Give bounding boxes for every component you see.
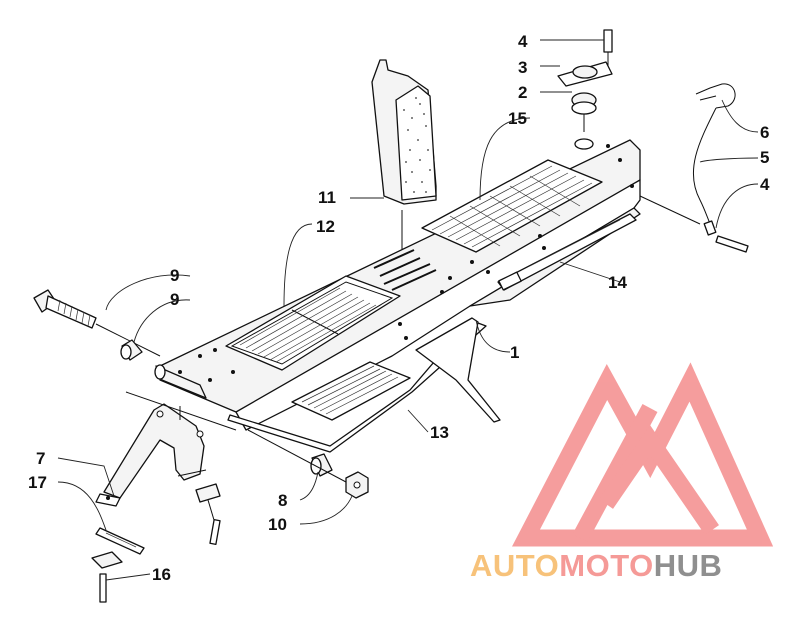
watermark-hub: HUB [653,548,723,583]
callout-13: 13 [430,423,449,442]
callout-5: 5 [760,148,769,167]
callout-12: 12 [316,217,335,236]
decal-15 [421,159,603,253]
part-10-nut [345,471,369,499]
decal-13 [291,361,411,421]
callout-17: 17 [28,473,47,492]
watermark-wordmark: AUTOMOTOHUB [470,548,800,588]
leader-lines [57,39,759,581]
decal-14 [497,213,637,291]
callouts: 4 3 2 15 6 5 4 11 12 9 14 9 1 13 7 17 8 … [28,32,770,584]
part-17-strip [95,527,145,555]
callout-9-left: 9 [170,290,179,309]
callout-3: 3 [518,58,527,77]
part-11-pad [371,59,437,250]
callout-16: 16 [152,565,171,584]
callout-7: 7 [36,449,45,468]
callout-9-lower: 8 [278,491,287,510]
watermark-logo [512,362,774,547]
watermark-moto: MOTO [559,548,654,583]
part-7-bracket [95,391,237,507]
watermark-auto: AUTO [470,548,560,583]
callout-6: 6 [760,123,769,142]
callout-8: 9 [170,266,179,285]
part-5-cable [692,107,717,236]
part-3-plate [557,61,613,87]
decal-12 [225,275,401,371]
part-4-pin-right [639,195,749,253]
callout-4-right: 4 [760,175,770,194]
part-16-washer-left [91,551,123,603]
callout-14: 14 [608,273,627,292]
callout-4-top: 4 [518,32,528,51]
part-6-ring [695,83,736,109]
part-16-washer-right [195,483,221,545]
callout-11: 11 [318,188,336,207]
part-9-bushing-left [120,339,143,361]
part-8-bolt [33,289,161,357]
callout-10: 10 [268,515,287,534]
callout-15: 15 [508,109,527,128]
part-2-grommet [571,92,597,132]
callout-1: 1 [510,343,519,362]
callout-2: 2 [518,83,527,102]
